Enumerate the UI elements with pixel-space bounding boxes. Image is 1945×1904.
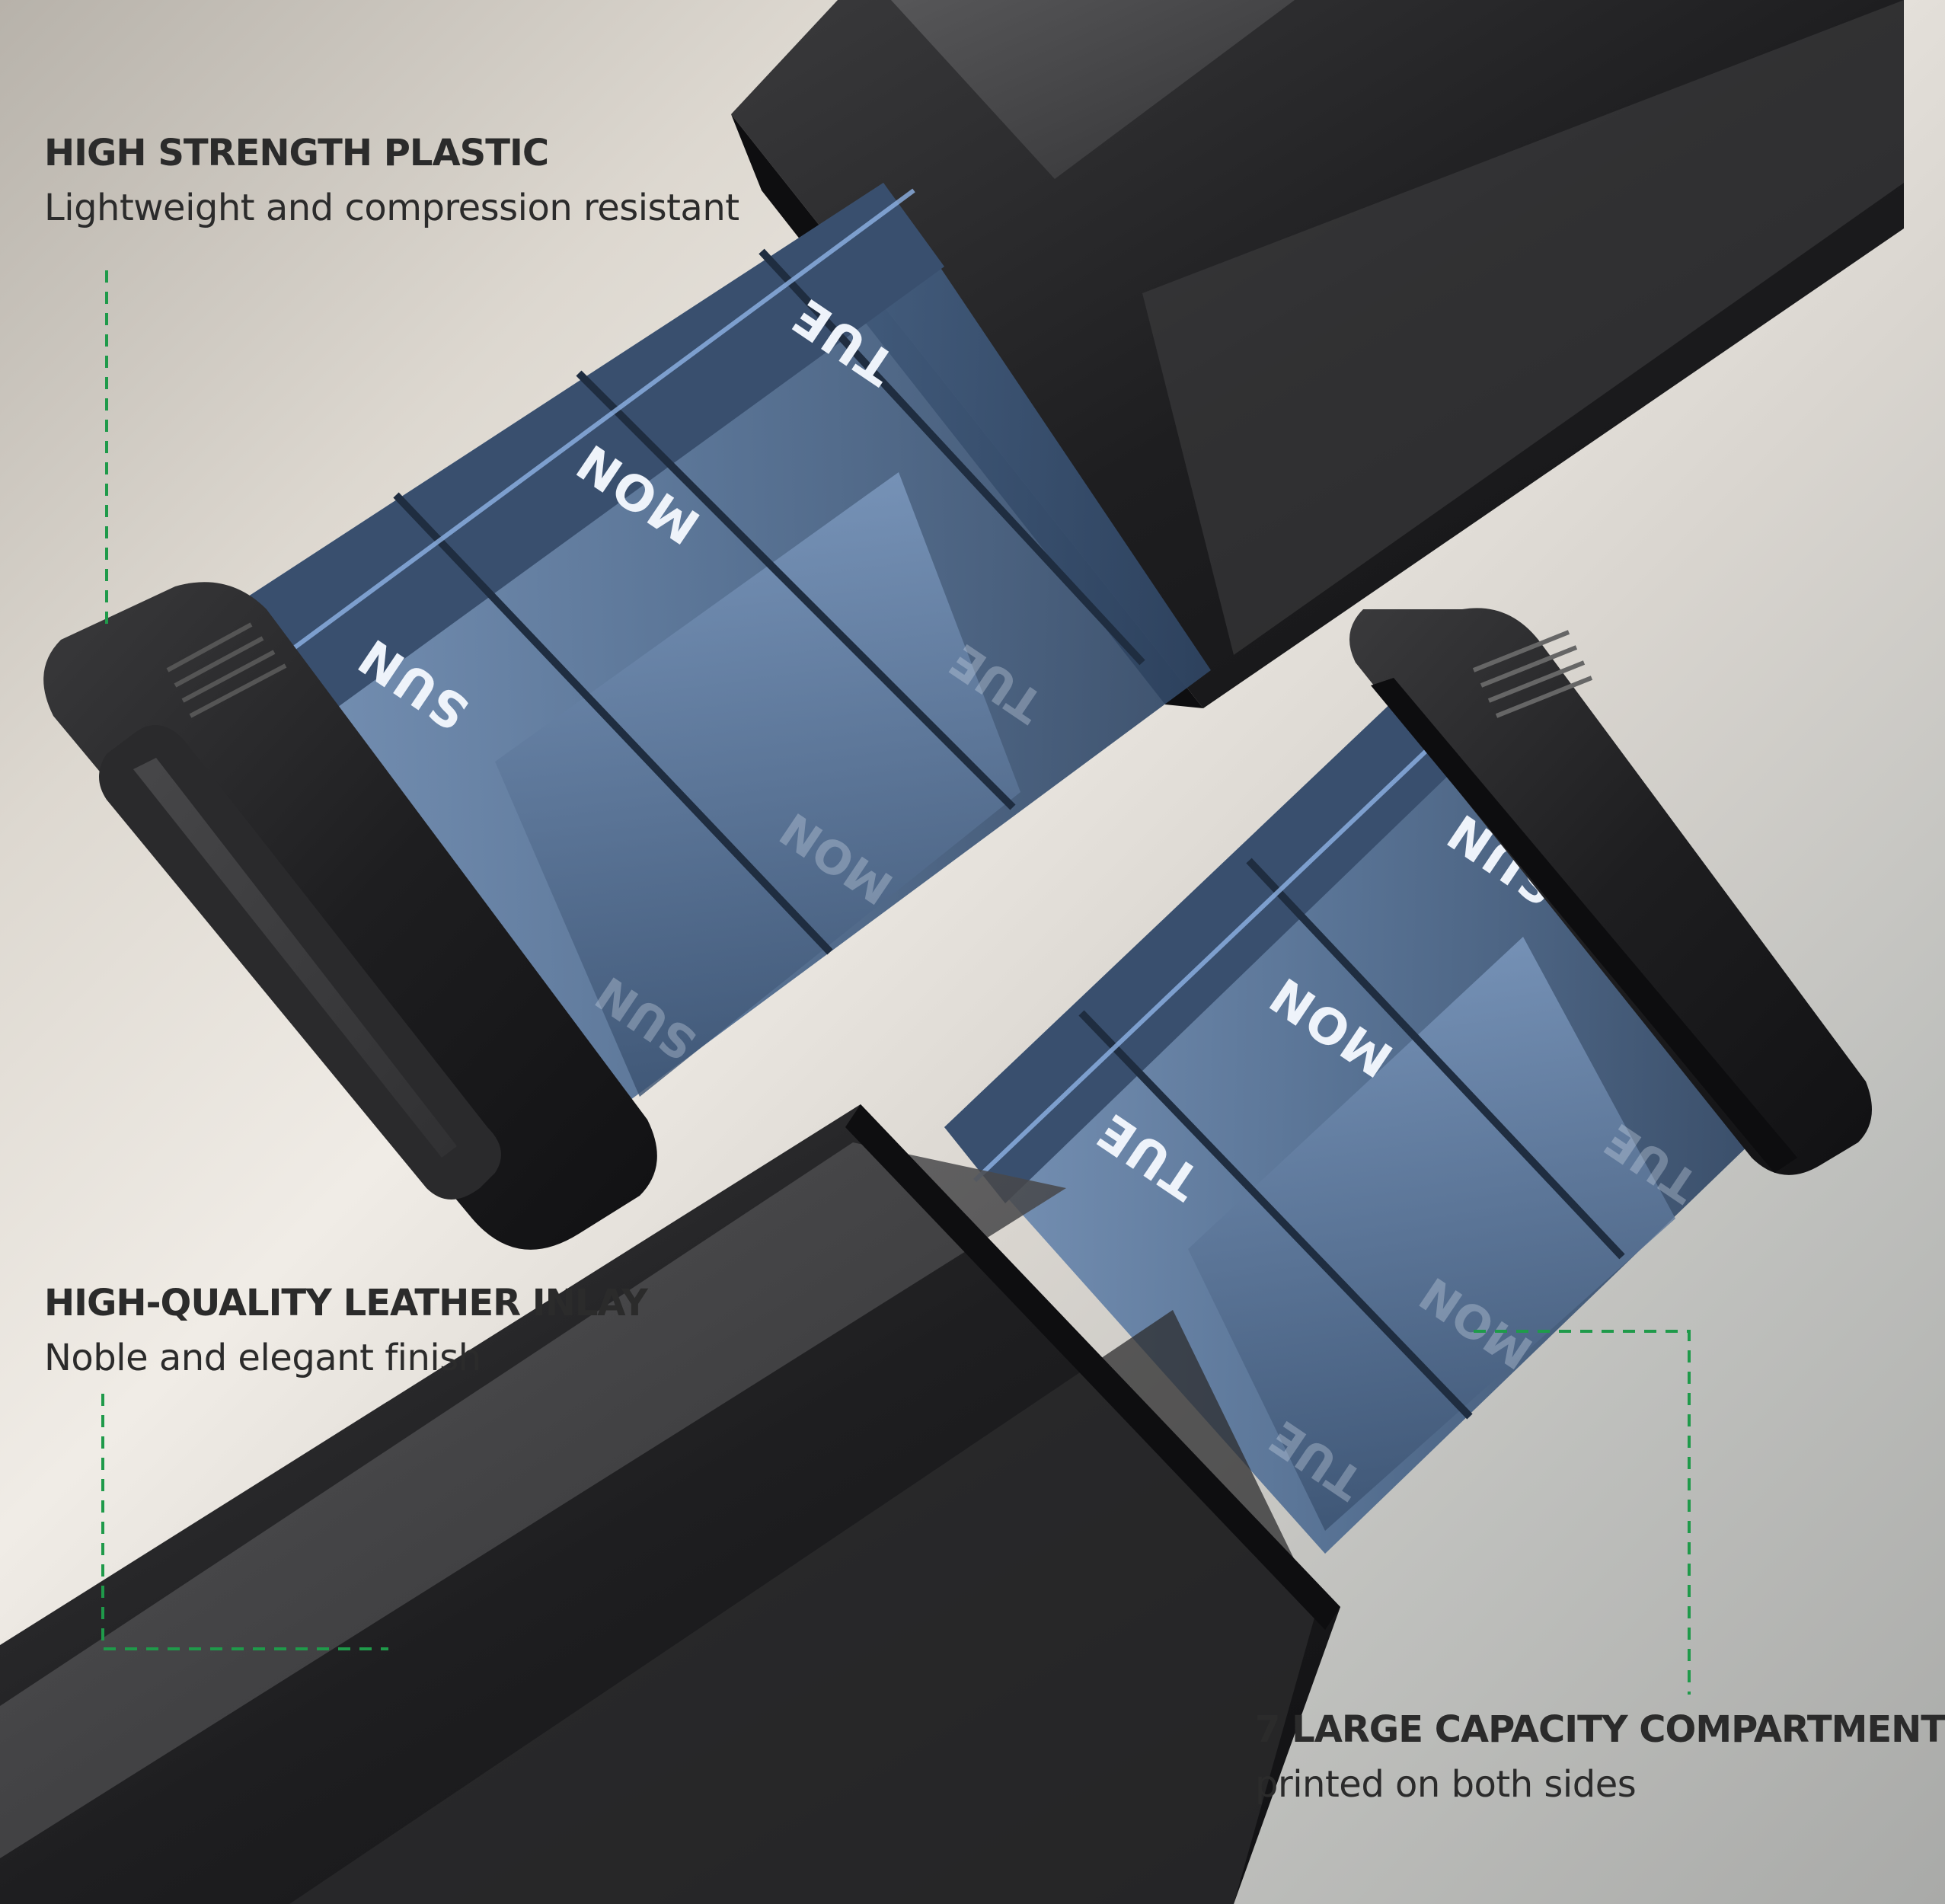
bottom-case-sleeve: [0, 1104, 1340, 1904]
top-pill-tray: SUN MON TUE SUN MON TUE: [228, 183, 1211, 1104]
callout-line-compartments: [1474, 1330, 1691, 1695]
feature-compartments: 7 LARGE CAPACITY COMPARTMENT printed on …: [1255, 1706, 1945, 1816]
tray-divider: [576, 370, 1016, 810]
product-scene: SUN MON TUE SUN MON TUE SUN MON TUE TUE …: [0, 0, 1904, 1904]
bottom-case-end-cap: [1349, 608, 1872, 1175]
feature-detail: Lightweight and compression resistant: [44, 187, 739, 229]
feature-detail: Noble and elegant finish: [44, 1337, 481, 1379]
callout-lines: [101, 270, 1691, 1695]
hinge-rod: [972, 729, 1449, 1183]
tray-divider: [759, 248, 1145, 666]
feature-leather: HIGH-QUALITY LEATHER INLAY Noble and ele…: [44, 1279, 648, 1389]
feature-heading: HIGH STRENGTH PLASTIC: [44, 132, 549, 174]
feature-heading: HIGH-QUALITY LEATHER INLAY: [44, 1282, 648, 1324]
grip-lines: [1472, 630, 1593, 718]
tray-divider: [1078, 1010, 1473, 1420]
feature-heading: 7 LARGE CAPACITY COMPARTMENT: [1255, 1708, 1945, 1751]
feature-plastic: HIGH STRENGTH PLASTIC Lightweight and co…: [44, 129, 739, 239]
grip-lines: [166, 622, 287, 718]
top-case-end-cap: [43, 582, 657, 1250]
hinge-rod: [273, 188, 915, 665]
tray-divider: [1246, 858, 1625, 1260]
feature-detail: printed on both sides: [1255, 1763, 1637, 1806]
tray-divider: [393, 492, 833, 955]
